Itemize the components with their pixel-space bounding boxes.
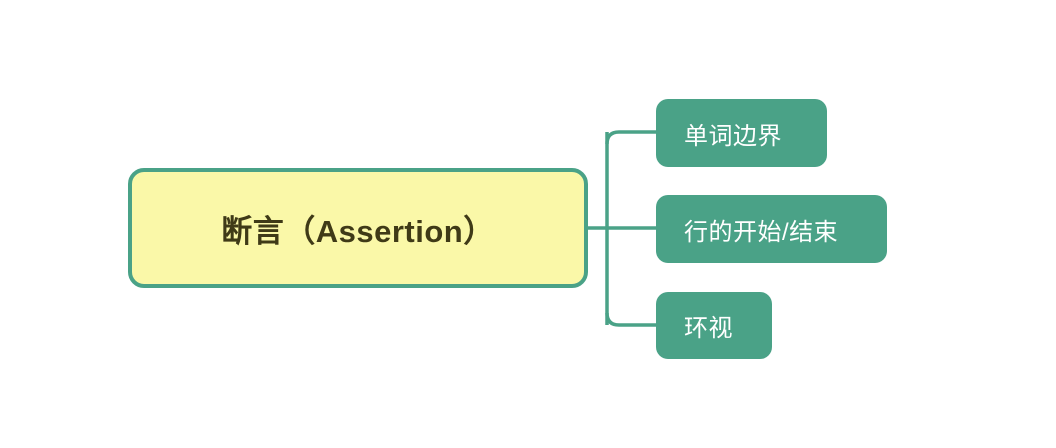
root-node-label: 断言（Assertion） bbox=[221, 213, 495, 249]
connector-branch-3 bbox=[605, 312, 656, 327]
child-node-line-start-end[interactable]: 行的开始/结束 bbox=[656, 195, 887, 263]
child-node-label: 行的开始/结束 bbox=[684, 218, 839, 246]
child-node-label: 环视 bbox=[684, 315, 733, 342]
connector-branch-1 bbox=[605, 130, 656, 145]
root-node[interactable]: 断言（Assertion） bbox=[128, 168, 588, 288]
child-node-lookaround[interactable]: 环视 bbox=[656, 292, 772, 359]
child-node-label: 单词边界 bbox=[684, 122, 782, 150]
child-node-word-boundary[interactable]: 单词边界 bbox=[656, 99, 827, 167]
